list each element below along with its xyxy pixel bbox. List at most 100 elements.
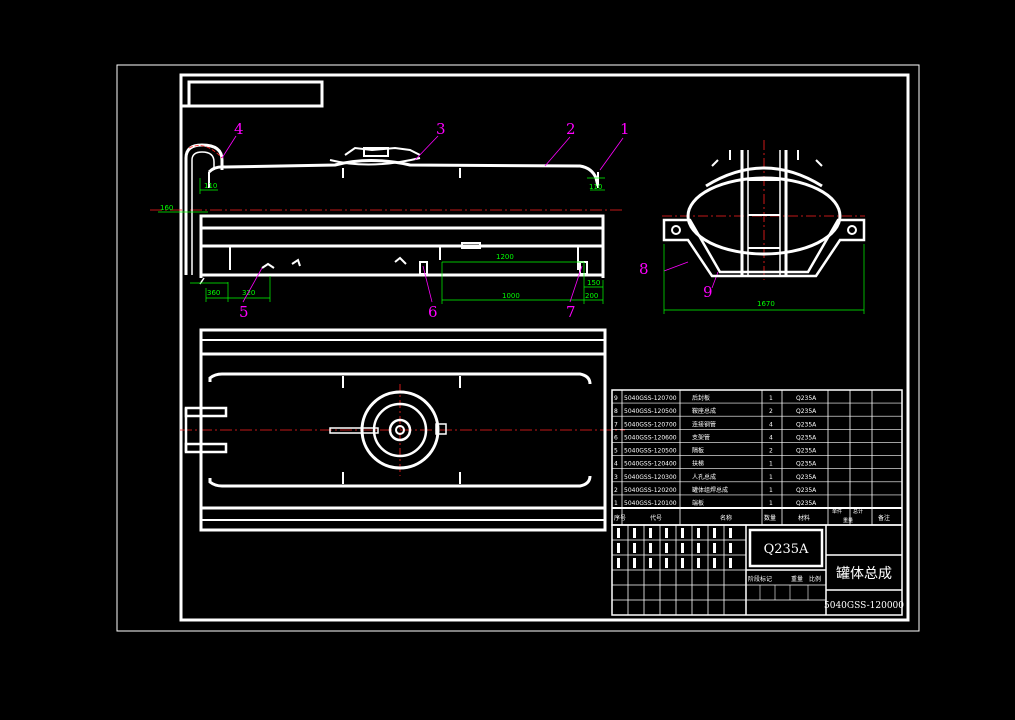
bom-cell-no: 9 <box>614 395 618 402</box>
balloon-4: 4 <box>234 120 244 138</box>
bom-cell-material: Q235A <box>796 474 817 481</box>
balloon-8: 8 <box>639 260 649 278</box>
bom-cell-code: 5040GSS-120500 <box>624 408 677 415</box>
title-grid-mark <box>713 543 716 553</box>
bom-cell-code: 5040GSS-120100 <box>624 500 677 507</box>
bom-cell-qty: 1 <box>769 474 773 481</box>
dim-110-right: 110 <box>589 183 602 191</box>
bom-cell-name: 连接钢管 <box>692 420 716 428</box>
title-grid-mark <box>681 543 684 553</box>
bom-cell-name: 鞍座总成 <box>692 407 716 415</box>
bom-cell-qty: 1 <box>769 395 773 402</box>
title-grid-mark <box>681 558 684 568</box>
leader-lines <box>221 135 719 303</box>
stage-label: 阶段标记 <box>748 575 772 583</box>
bom-cell-code: 5040GSS-120300 <box>624 474 677 481</box>
bom-cell-qty: 4 <box>769 434 773 441</box>
bom-cell-no: 4 <box>614 461 618 468</box>
balloon-9: 9 <box>703 283 713 301</box>
bom-cell-material: Q235A <box>796 487 817 494</box>
title-grid-mark <box>697 528 700 538</box>
bom-cell-name: 支架管 <box>692 433 710 441</box>
bom-cell-material: Q235A <box>796 500 817 507</box>
dim-110-left: 110 <box>204 182 217 190</box>
title-grid-mark <box>697 558 700 568</box>
title-grid-mark <box>729 558 732 568</box>
bom-header-material: 材料 <box>798 514 810 522</box>
bom-cell-name: 隔板 <box>692 447 704 455</box>
dim-320: 320 <box>242 289 255 297</box>
end-dimension <box>663 244 865 314</box>
title-grid-mark <box>681 528 684 538</box>
title-grid-mark <box>617 543 620 553</box>
bom-cell-material: Q235A <box>796 434 817 441</box>
title-grid-mark <box>633 528 636 538</box>
drawing-frame <box>179 73 910 622</box>
bom-cell-material: Q235A <box>796 408 817 415</box>
bom-cell-name: 端板 <box>692 499 704 507</box>
balloon-6: 6 <box>428 303 438 321</box>
title-text: 罐体总成 <box>836 566 892 582</box>
bom-header-total-wt: 总计 <box>853 508 863 515</box>
title-grid-mark <box>713 558 716 568</box>
title-grid-mark <box>697 543 700 553</box>
bom-cell-name: 后封板 <box>692 394 710 402</box>
title-grid-mark <box>649 528 652 538</box>
title-grid-mark <box>665 543 668 553</box>
title-grid-mark <box>649 558 652 568</box>
title-grid-mark <box>665 528 668 538</box>
drawing-number: 5040GSS-120000 <box>824 601 904 611</box>
bom-header-qty: 数量 <box>764 514 776 522</box>
scale-label: 比例 <box>809 575 821 583</box>
bom-header-no: 序号 <box>614 514 626 522</box>
bom-cell-no: 1 <box>614 500 618 507</box>
bom-cell-qty: 1 <box>769 487 773 494</box>
bom-cell-code: 5040GSS-120400 <box>624 461 677 468</box>
dim-200: 200 <box>585 292 598 300</box>
title-grid-mark <box>617 528 620 538</box>
bom-cell-name: 人孔总成 <box>692 473 716 481</box>
bom-cell-qty: 1 <box>769 461 773 468</box>
bom-cell-name: 扶梯 <box>692 460 704 468</box>
balloon-7: 7 <box>566 303 576 321</box>
dim-1670: 1670 <box>757 300 775 308</box>
dim-160: 160 <box>160 204 173 212</box>
title-grid-mark <box>633 558 636 568</box>
bom-cell-no: 7 <box>614 421 618 428</box>
sheet-border <box>116 64 920 632</box>
bom-cell-name: 罐体组焊总成 <box>692 486 728 494</box>
bom-cell-no: 3 <box>614 474 618 481</box>
bom-cell-no: 6 <box>614 434 618 441</box>
bom-header-name: 名称 <box>720 514 732 522</box>
bom-cell-no: 2 <box>614 487 618 494</box>
dim-360: 360 <box>207 289 220 297</box>
title-grid-mark <box>617 558 620 568</box>
bom-header-unit-wt: 单件 <box>832 508 842 515</box>
title-grid-mark <box>665 558 668 568</box>
bom-cell-material: Q235A <box>796 421 817 428</box>
balloon-3: 3 <box>436 120 446 138</box>
material-text: Q235A <box>764 542 809 557</box>
bom-cell-code: 5040GSS-120500 <box>624 448 677 455</box>
bom-cell-qty: 4 <box>769 421 773 428</box>
bom-header-remarks: 备注 <box>878 514 890 522</box>
bom-header-weight: 重量 <box>843 517 853 524</box>
side-dimensions <box>158 177 605 304</box>
bom-cell-qty: 1 <box>769 500 773 507</box>
code-box <box>181 80 324 108</box>
bom-cell-material: Q235A <box>796 395 817 402</box>
dim-1200: 1200 <box>496 253 514 261</box>
bom-cell-no: 8 <box>614 408 618 415</box>
side-view <box>150 143 625 285</box>
bom-cell-qty: 2 <box>769 408 773 415</box>
bom-cell-material: Q235A <box>796 448 817 455</box>
bom-cell-code: 5040GSS-120700 <box>624 395 677 402</box>
bom-header-code: 代号 <box>650 514 662 522</box>
title-grid-mark <box>729 543 732 553</box>
bom-cell-code: 5040GSS-120200 <box>624 487 677 494</box>
bom-cell-material: Q235A <box>796 461 817 468</box>
title-grid-mark <box>729 528 732 538</box>
plan-view <box>180 328 625 532</box>
end-view <box>662 140 866 280</box>
